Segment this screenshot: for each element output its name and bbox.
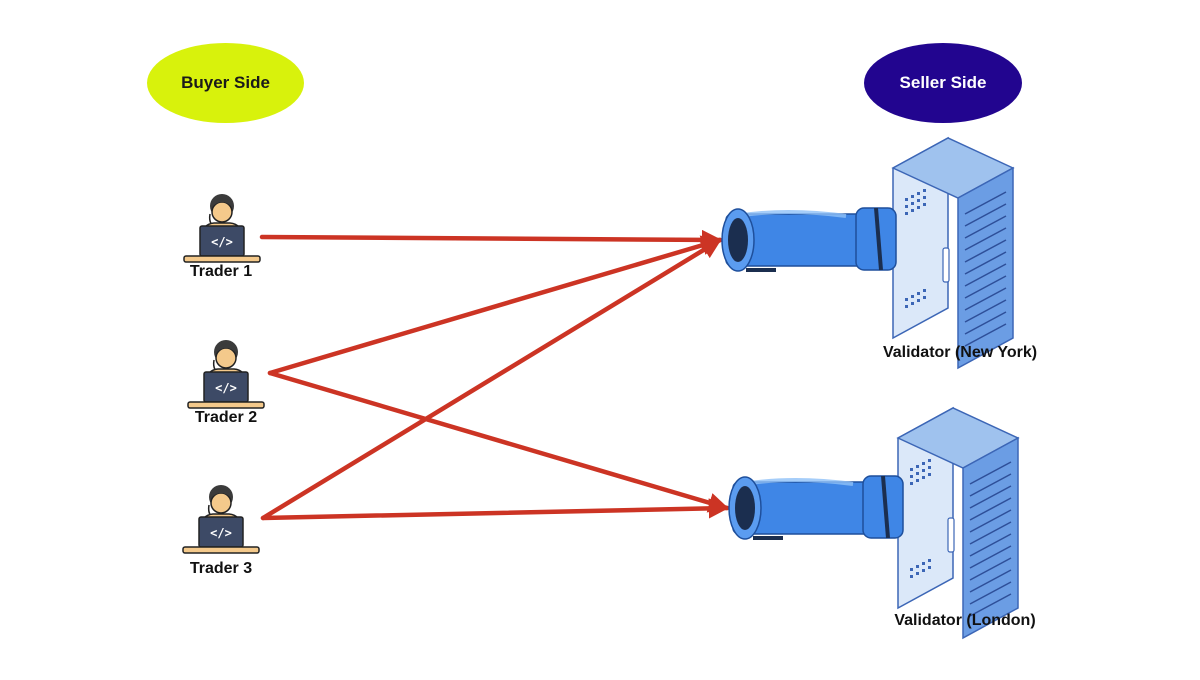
buyer-side-badge: Buyer Side (147, 43, 304, 123)
buyer-side-label: Buyer Side (181, 73, 270, 92)
developer-at-laptop-icon (183, 193, 261, 263)
arrows-layer (259, 229, 730, 521)
validator-new-york-label: Validator (New York) (882, 344, 1038, 361)
pipe-icon (727, 474, 905, 542)
seller-side-badge: Seller Side (864, 43, 1022, 123)
validator-london-label: Validator (London) (894, 612, 1036, 629)
nodes-layer (182, 137, 1019, 639)
connection-arrow (260, 237, 723, 521)
trader-3-label: Trader 3 (189, 560, 253, 577)
connection-arrow (260, 498, 730, 521)
developer-at-laptop-icon (187, 339, 265, 409)
pipe-icon (720, 206, 898, 274)
connection-arrow (259, 229, 723, 251)
server-rack-icon (897, 407, 1019, 639)
seller-side-label: Seller Side (899, 73, 987, 92)
trader-2-label: Trader 2 (194, 409, 258, 426)
developer-at-laptop-icon (182, 484, 260, 554)
server-rack-icon (892, 137, 1014, 369)
trader-1-label: Trader 1 (189, 263, 253, 280)
connection-arrow (267, 235, 723, 376)
connection-arrow (267, 370, 730, 513)
